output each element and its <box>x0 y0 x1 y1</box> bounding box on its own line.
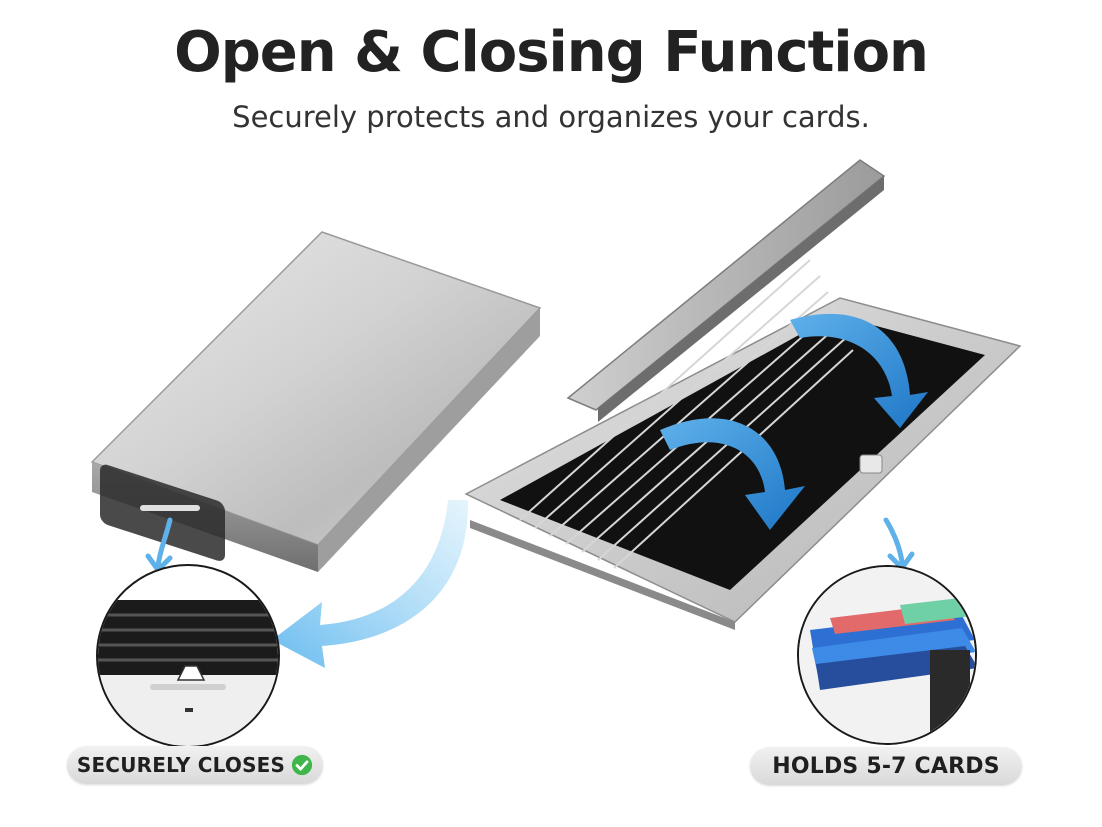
page-subtitle: Securely protects and organizes your car… <box>232 100 870 134</box>
curved-arrow-icon <box>272 500 469 668</box>
capacity-label: HOLDS 5-7 CARDS <box>772 753 1000 779</box>
cards-detail-circle <box>797 565 977 745</box>
open-wallet <box>464 159 1022 630</box>
closure-detail-circle <box>96 564 280 748</box>
closed-wallet <box>90 231 542 572</box>
page-title: Open & Closing Function <box>174 20 929 85</box>
secure-close-badge: SECURELY CLOSES <box>67 746 323 784</box>
capacity-badge: HOLDS 5-7 CARDS <box>750 747 1022 785</box>
secure-close-label: SECURELY CLOSES <box>76 753 286 777</box>
curved-arrow-icon <box>660 418 805 530</box>
check-circle-icon <box>292 754 313 776</box>
curved-arrow-icon <box>790 313 928 428</box>
